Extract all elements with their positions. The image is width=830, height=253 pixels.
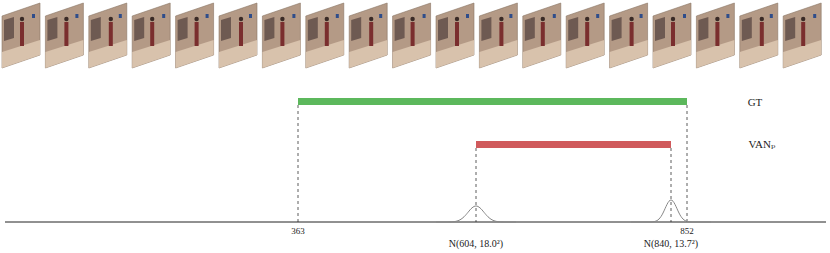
video-frame — [479, 3, 517, 68]
video-frame — [45, 3, 83, 68]
video-frame — [653, 3, 691, 68]
axis-tick-label: 363 — [290, 227, 306, 237]
gaussian-curves — [436, 200, 711, 222]
video-frame — [696, 3, 734, 68]
prediction-bar — [476, 141, 671, 148]
video-frame — [132, 3, 170, 68]
video-frame — [349, 3, 387, 68]
video-frame — [436, 3, 474, 68]
axis-tick-label: 852 — [679, 227, 695, 237]
video-frame — [523, 3, 561, 68]
video-frame — [740, 3, 778, 68]
video-frame — [783, 3, 821, 68]
distribution-label: N(840, 13.7²) — [643, 238, 699, 249]
video-frame — [393, 3, 431, 68]
video-frame — [306, 3, 344, 68]
video-frame — [89, 3, 127, 68]
video-frame — [2, 3, 40, 68]
distribution-label: N(604, 18.0²) — [448, 238, 504, 249]
gaussian-curve — [436, 206, 516, 222]
video-frames — [2, 3, 821, 68]
bar-label: GT — [747, 96, 764, 108]
video-frame — [566, 3, 604, 68]
video-frame — [610, 3, 648, 68]
video-frame — [176, 3, 214, 68]
guide-lines — [298, 105, 687, 222]
bar-label: VANₚ — [748, 138, 777, 150]
gaussian-curve — [631, 200, 711, 222]
video-frame — [219, 3, 257, 68]
gt-bar — [298, 98, 687, 105]
video-frame — [262, 3, 300, 68]
